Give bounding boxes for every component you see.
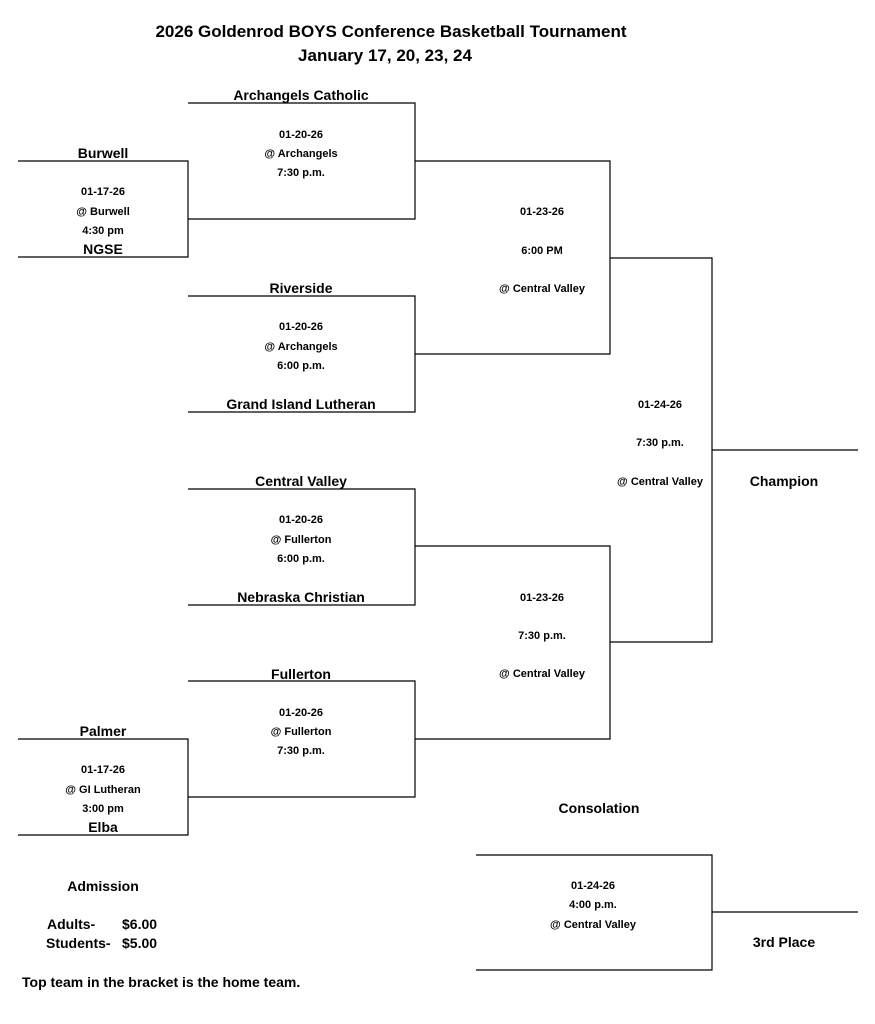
page-title: 2026 Goldenrod BOYS Conference Basketbal… bbox=[155, 22, 627, 41]
game-date: 01-20-26 bbox=[278, 129, 324, 141]
game-site: @ Archangels bbox=[264, 148, 338, 160]
game-date: 01-23-26 bbox=[519, 206, 565, 218]
game-site: @ Burwell bbox=[76, 206, 130, 218]
team-central-valley: Central Valley bbox=[255, 473, 347, 489]
game-time: 7:30 p.m. bbox=[277, 167, 325, 179]
students-label: Students- bbox=[46, 935, 111, 951]
game-time: 6:00 p.m. bbox=[277, 360, 325, 372]
game-time: 4:30 pm bbox=[82, 225, 124, 237]
bracket-line-r1-game1 bbox=[18, 160, 189, 258]
game-date: 01-24-26 bbox=[637, 399, 683, 411]
consolation-heading: Consolation bbox=[558, 800, 640, 816]
team-burwell: Burwell bbox=[77, 145, 129, 161]
adults-price: $6.00 bbox=[122, 916, 158, 932]
game-site: @ Archangels bbox=[264, 341, 338, 353]
bracket-line-qf1 bbox=[188, 102, 416, 220]
game-date: 01-23-26 bbox=[519, 592, 565, 604]
team-elba: Elba bbox=[88, 819, 118, 835]
game-time: 7:30 p.m. bbox=[636, 437, 684, 449]
game-time: 7:30 p.m. bbox=[277, 745, 325, 757]
game-time: 4:00 p.m. bbox=[569, 899, 617, 911]
game-time: 7:30 p.m. bbox=[518, 630, 566, 642]
game-site: @ GI Lutheran bbox=[65, 784, 141, 796]
team-fullerton: Fullerton bbox=[271, 666, 331, 682]
students-price: $5.00 bbox=[122, 935, 158, 951]
team-ngse: NGSE bbox=[83, 241, 123, 257]
bracket-line-final bbox=[610, 257, 713, 643]
tournament-dates: January 17, 20, 23, 24 bbox=[298, 46, 472, 65]
home-team-note: Top team in the bracket is the home team… bbox=[22, 974, 301, 990]
team-archangels-catholic: Archangels Catholic bbox=[233, 87, 369, 103]
game-date: 01-20-26 bbox=[278, 321, 324, 333]
bracket-line-qf2 bbox=[188, 295, 416, 413]
champion-label: Champion bbox=[749, 473, 819, 489]
team-nebraska-christian: Nebraska Christian bbox=[237, 589, 365, 605]
game-site: @ Fullerton bbox=[270, 534, 332, 546]
bracket-line-qf4 bbox=[188, 680, 416, 798]
game-site: @ Central Valley bbox=[499, 283, 585, 295]
team-palmer: Palmer bbox=[79, 723, 127, 739]
game-date: 01-20-26 bbox=[278, 514, 324, 526]
game-date: 01-24-26 bbox=[570, 880, 616, 892]
game-site: @ Central Valley bbox=[550, 919, 636, 931]
game-time: 3:00 pm bbox=[82, 803, 124, 815]
bracket-line-consolation bbox=[476, 854, 713, 971]
third-place-label: 3rd Place bbox=[752, 934, 816, 950]
game-site: @ Central Valley bbox=[499, 668, 585, 680]
team-riverside: Riverside bbox=[269, 280, 333, 296]
game-site: @ Fullerton bbox=[270, 726, 332, 738]
bracket-line-sf2 bbox=[415, 545, 611, 740]
team-grand-island-lutheran: Grand Island Lutheran bbox=[226, 396, 376, 412]
game-site: @ Central Valley bbox=[617, 476, 703, 488]
admission-heading: Admission bbox=[67, 878, 139, 894]
bracket-line-qf3 bbox=[188, 488, 416, 606]
game-time: 6:00 p.m. bbox=[277, 553, 325, 565]
game-date: 01-17-26 bbox=[80, 186, 126, 198]
bracket-line-r1-game2 bbox=[18, 738, 189, 836]
bracket-line-sf1 bbox=[415, 160, 611, 355]
game-date: 01-17-26 bbox=[80, 764, 126, 776]
game-time: 6:00 PM bbox=[521, 245, 563, 257]
adults-label: Adults- bbox=[47, 916, 96, 932]
game-date: 01-20-26 bbox=[278, 707, 324, 719]
